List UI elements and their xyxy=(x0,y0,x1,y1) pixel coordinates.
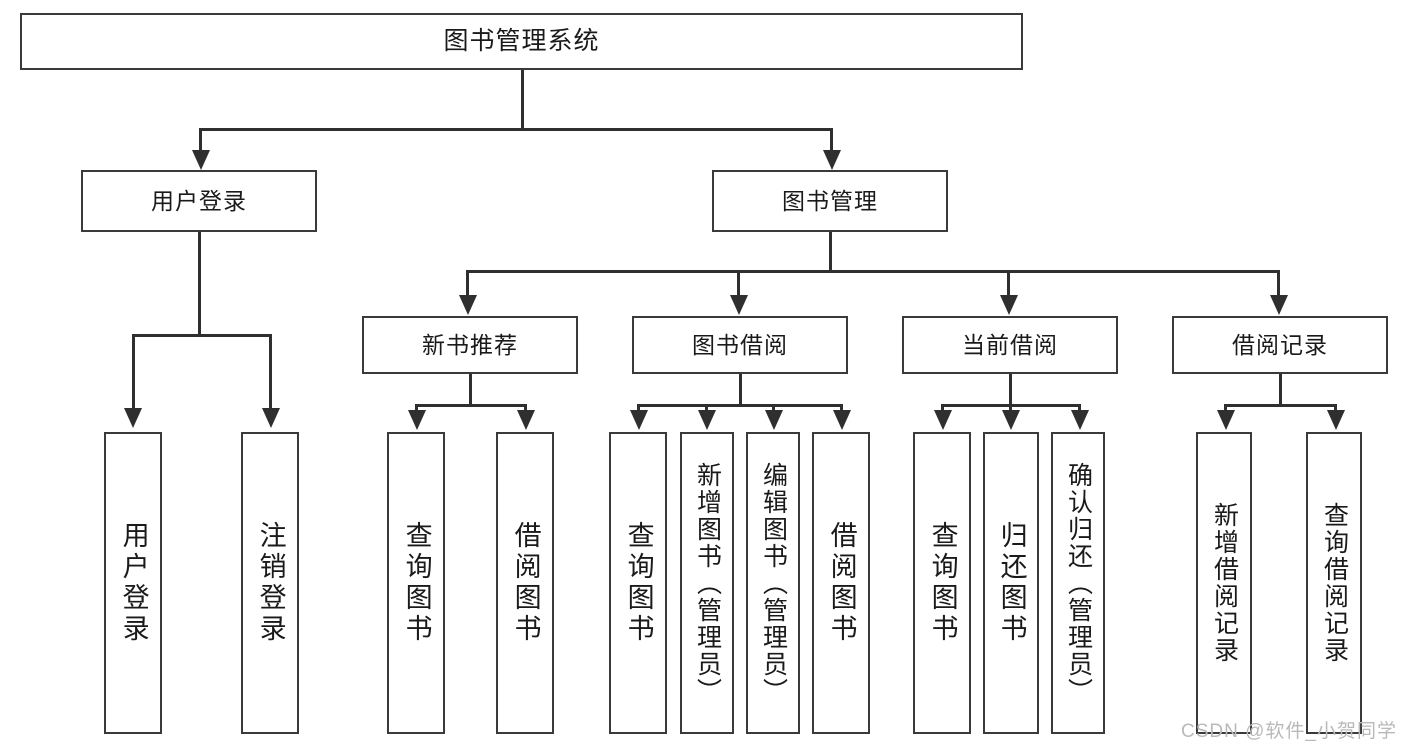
leaf-new-book-query-books[interactable]: 查询图书 xyxy=(387,432,445,734)
connector-user-login-bus xyxy=(132,334,272,337)
connector-new-book-to-leaf-1 xyxy=(415,404,418,414)
connector-borrow-record-bus xyxy=(1224,404,1337,407)
connector-current-borrow-stem xyxy=(1009,374,1012,406)
connector-book-mgmt-bus xyxy=(466,270,1277,273)
node-user-login[interactable]: 用户登录 xyxy=(81,170,317,232)
leaf-new-book-borrow-books[interactable]: 借阅图书 xyxy=(496,432,554,734)
connector-borrow-record-to-leaf-2 xyxy=(1334,404,1337,414)
node-label: 图书管理 xyxy=(782,187,878,214)
arrowhead-current-borrow-to-leaf-1 xyxy=(934,410,952,430)
connector-root-stem xyxy=(521,70,524,130)
node-label: 借阅图书 xyxy=(510,521,541,645)
node-label: 新书推荐 xyxy=(422,331,518,358)
node-label: 图书管理系统 xyxy=(443,26,600,55)
arrowhead-root-to-book-mgmt xyxy=(823,150,841,170)
node-label: 查询图书 xyxy=(401,521,432,645)
arrowhead-new-book-to-leaf-2 xyxy=(517,410,535,430)
connector-book-mgmt-to-l3-2 xyxy=(737,270,740,298)
arrowhead-user-login-to-leaf-2 xyxy=(262,408,280,428)
connector-book-mgmt-to-l3-4 xyxy=(1277,270,1280,298)
arrowhead-book-borrow-to-leaf-2 xyxy=(698,410,716,430)
node-borrow-record[interactable]: 借阅记录 xyxy=(1172,316,1388,374)
node-label: 查询图书 xyxy=(927,521,958,645)
node-label: 当前借阅 xyxy=(962,331,1058,358)
node-book-borrow[interactable]: 图书借阅 xyxy=(632,316,848,374)
node-label: 新增借阅记录 xyxy=(1210,502,1239,664)
connector-book-borrow-bus xyxy=(637,404,843,407)
node-label: 图书借阅 xyxy=(692,331,788,358)
connector-root-bus xyxy=(199,128,833,131)
leaf-borrow-record-add-record[interactable]: 新增借阅记录 xyxy=(1196,432,1252,734)
arrowhead-book-borrow-to-leaf-4 xyxy=(833,410,851,430)
arrowhead-book-mgmt-to-l3-2 xyxy=(730,295,748,315)
connector-current-borrow-to-leaf-3 xyxy=(1078,404,1081,414)
arrowhead-new-book-to-leaf-1 xyxy=(408,410,426,430)
arrowhead-borrow-record-to-leaf-1 xyxy=(1217,410,1235,430)
arrowhead-book-borrow-to-leaf-3 xyxy=(765,410,783,430)
node-label: 归还图书 xyxy=(996,521,1027,645)
leaf-book-borrow-borrow-books[interactable]: 借阅图书 xyxy=(812,432,870,734)
leaf-book-borrow-edit-book-admin[interactable]: 编辑图书（管理员） xyxy=(746,432,800,734)
connector-new-book-stem xyxy=(469,374,472,406)
connector-book-mgmt-to-l3-1 xyxy=(466,270,469,298)
node-label: 用户登录 xyxy=(118,521,149,645)
node-label: 查询图书 xyxy=(623,521,654,645)
node-label: 新增图书（管理员） xyxy=(693,461,722,705)
connector-root-to-user-login xyxy=(199,128,202,154)
connector-borrow-record-stem xyxy=(1279,374,1282,406)
connector-book-mgmt-stem xyxy=(829,232,832,272)
connector-current-borrow-to-leaf-2 xyxy=(1009,404,1012,414)
connector-user-login-stem xyxy=(198,232,201,336)
node-current-borrow[interactable]: 当前借阅 xyxy=(902,316,1118,374)
arrowhead-root-to-user-login xyxy=(192,150,210,170)
connector-borrow-record-to-leaf-1 xyxy=(1224,404,1227,414)
node-label: 借阅图书 xyxy=(826,521,857,645)
leaf-current-borrow-return-books[interactable]: 归还图书 xyxy=(983,432,1039,734)
leaf-book-borrow-query-books[interactable]: 查询图书 xyxy=(609,432,667,734)
node-label: 注销登录 xyxy=(255,521,286,645)
connector-book-borrow-to-leaf-4 xyxy=(840,404,843,414)
connector-book-borrow-to-leaf-2 xyxy=(705,404,708,414)
arrowhead-book-mgmt-to-l3-1 xyxy=(459,295,477,315)
connector-book-borrow-to-leaf-1 xyxy=(637,404,640,414)
watermark-text: CSDN @软件_小贺同学 xyxy=(1181,721,1397,742)
node-label: 借阅记录 xyxy=(1232,331,1328,358)
connector-current-borrow-to-leaf-1 xyxy=(941,404,944,414)
leaf-current-borrow-query-books[interactable]: 查询图书 xyxy=(913,432,971,734)
leaf-current-borrow-confirm-return-admin[interactable]: 确认归还（管理员） xyxy=(1051,432,1105,734)
leaf-book-borrow-add-book-admin[interactable]: 新增图书（管理员） xyxy=(680,432,734,734)
node-new-book-recommend[interactable]: 新书推荐 xyxy=(362,316,578,374)
node-label: 用户登录 xyxy=(151,187,247,214)
connector-user-login-to-leaf-2 xyxy=(269,334,272,412)
connector-book-mgmt-to-l3-3 xyxy=(1007,270,1010,298)
arrowhead-user-login-to-leaf-1 xyxy=(124,408,142,428)
arrowhead-current-borrow-to-leaf-3 xyxy=(1071,410,1089,430)
connector-root-to-book-mgmt xyxy=(830,128,833,154)
arrowhead-current-borrow-to-leaf-2 xyxy=(1002,410,1020,430)
connector-book-borrow-stem xyxy=(739,374,742,406)
node-label: 编辑图书（管理员） xyxy=(759,461,788,705)
node-label: 查询借阅记录 xyxy=(1320,502,1349,664)
leaf-borrow-record-query-record[interactable]: 查询借阅记录 xyxy=(1306,432,1362,734)
connector-new-book-bus xyxy=(415,404,527,407)
arrowhead-book-mgmt-to-l3-3 xyxy=(1000,295,1018,315)
node-label: 确认归还（管理员） xyxy=(1064,461,1093,705)
arrowhead-book-mgmt-to-l3-4 xyxy=(1270,295,1288,315)
arrowhead-borrow-record-to-leaf-2 xyxy=(1327,410,1345,430)
connector-user-login-to-leaf-1 xyxy=(132,334,135,412)
connector-new-book-to-leaf-2 xyxy=(524,404,527,414)
leaf-user-login-logout[interactable]: 注销登录 xyxy=(241,432,299,734)
node-book-management[interactable]: 图书管理 xyxy=(712,170,948,232)
arrowhead-book-borrow-to-leaf-1 xyxy=(630,410,648,430)
leaf-user-login-login[interactable]: 用户登录 xyxy=(104,432,162,734)
connector-book-borrow-to-leaf-3 xyxy=(772,404,775,414)
node-root-system[interactable]: 图书管理系统 xyxy=(20,13,1023,70)
